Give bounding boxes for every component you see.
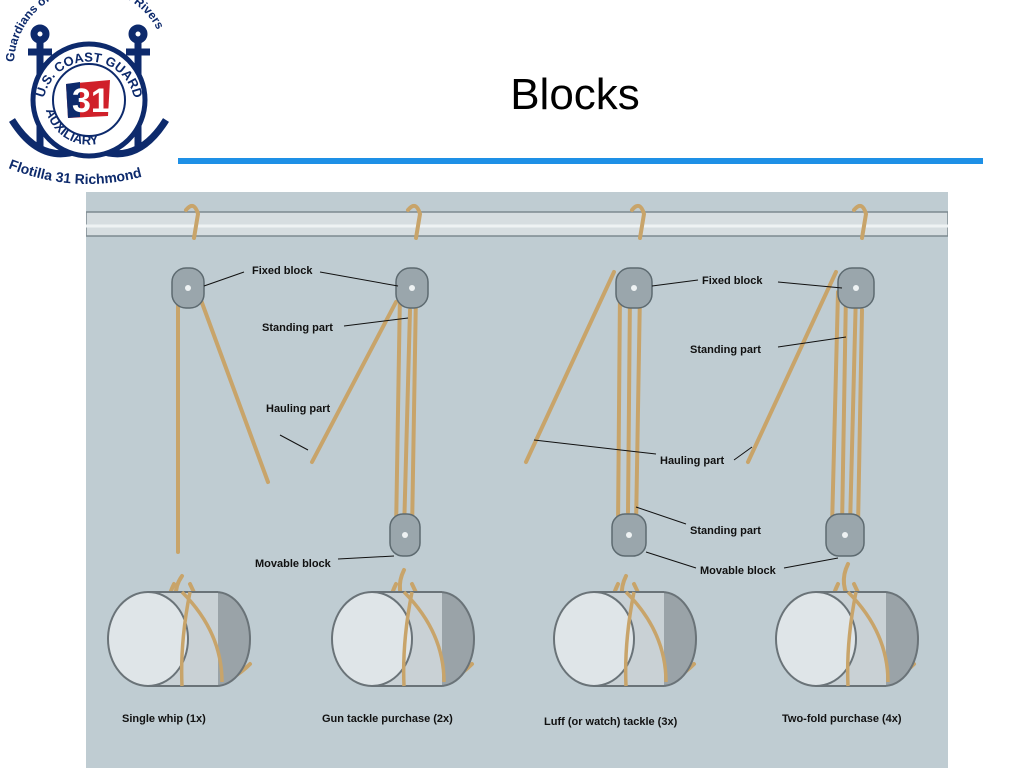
caption-gun-tackle: Gun tackle purchase (2x) xyxy=(322,713,453,725)
svg-text:Flotilla 31 Richmond: Flotilla 31 Richmond xyxy=(7,156,143,187)
title-divider xyxy=(178,158,983,164)
label-standing-part-2: Standing part xyxy=(690,344,761,356)
caption-single-whip: Single whip (1x) xyxy=(122,713,206,725)
page-title: Blocks xyxy=(510,70,640,119)
caption-luff-tackle: Luff (or watch) tackle (3x) xyxy=(544,716,678,728)
weight-1 xyxy=(107,591,251,687)
coast-guard-emblem: 31 xyxy=(66,80,110,120)
slings xyxy=(179,590,890,687)
label-movable-block-2: Movable block xyxy=(700,565,777,577)
caption-two-fold: Two-fold purchase (4x) xyxy=(782,713,902,725)
label-hauling-part-2: Hauling part xyxy=(660,455,725,467)
label-hauling-part-1: Hauling part xyxy=(266,403,331,415)
label-fixed-block-2: Fixed block xyxy=(702,275,763,287)
logo-bottom-text: Flotilla 31 Richmond xyxy=(7,156,143,187)
blocks-diagram: Fixed block Standing part Hauling part M… xyxy=(86,192,948,768)
label-movable-block-1: Movable block xyxy=(255,558,332,570)
overhead-bar xyxy=(86,211,948,237)
leader-lines xyxy=(203,271,847,569)
flotilla-logo: 31 Guardians of our Lakes and Rivers U.S… xyxy=(3,0,169,187)
weight-2 xyxy=(331,591,475,687)
label-standing-part-1: Standing part xyxy=(262,322,333,334)
weight-4 xyxy=(775,591,919,687)
label-fixed-block-1: Fixed block xyxy=(252,265,313,277)
label-standing-part-3: Standing part xyxy=(690,525,761,537)
flotilla-number: 31 xyxy=(72,82,110,120)
